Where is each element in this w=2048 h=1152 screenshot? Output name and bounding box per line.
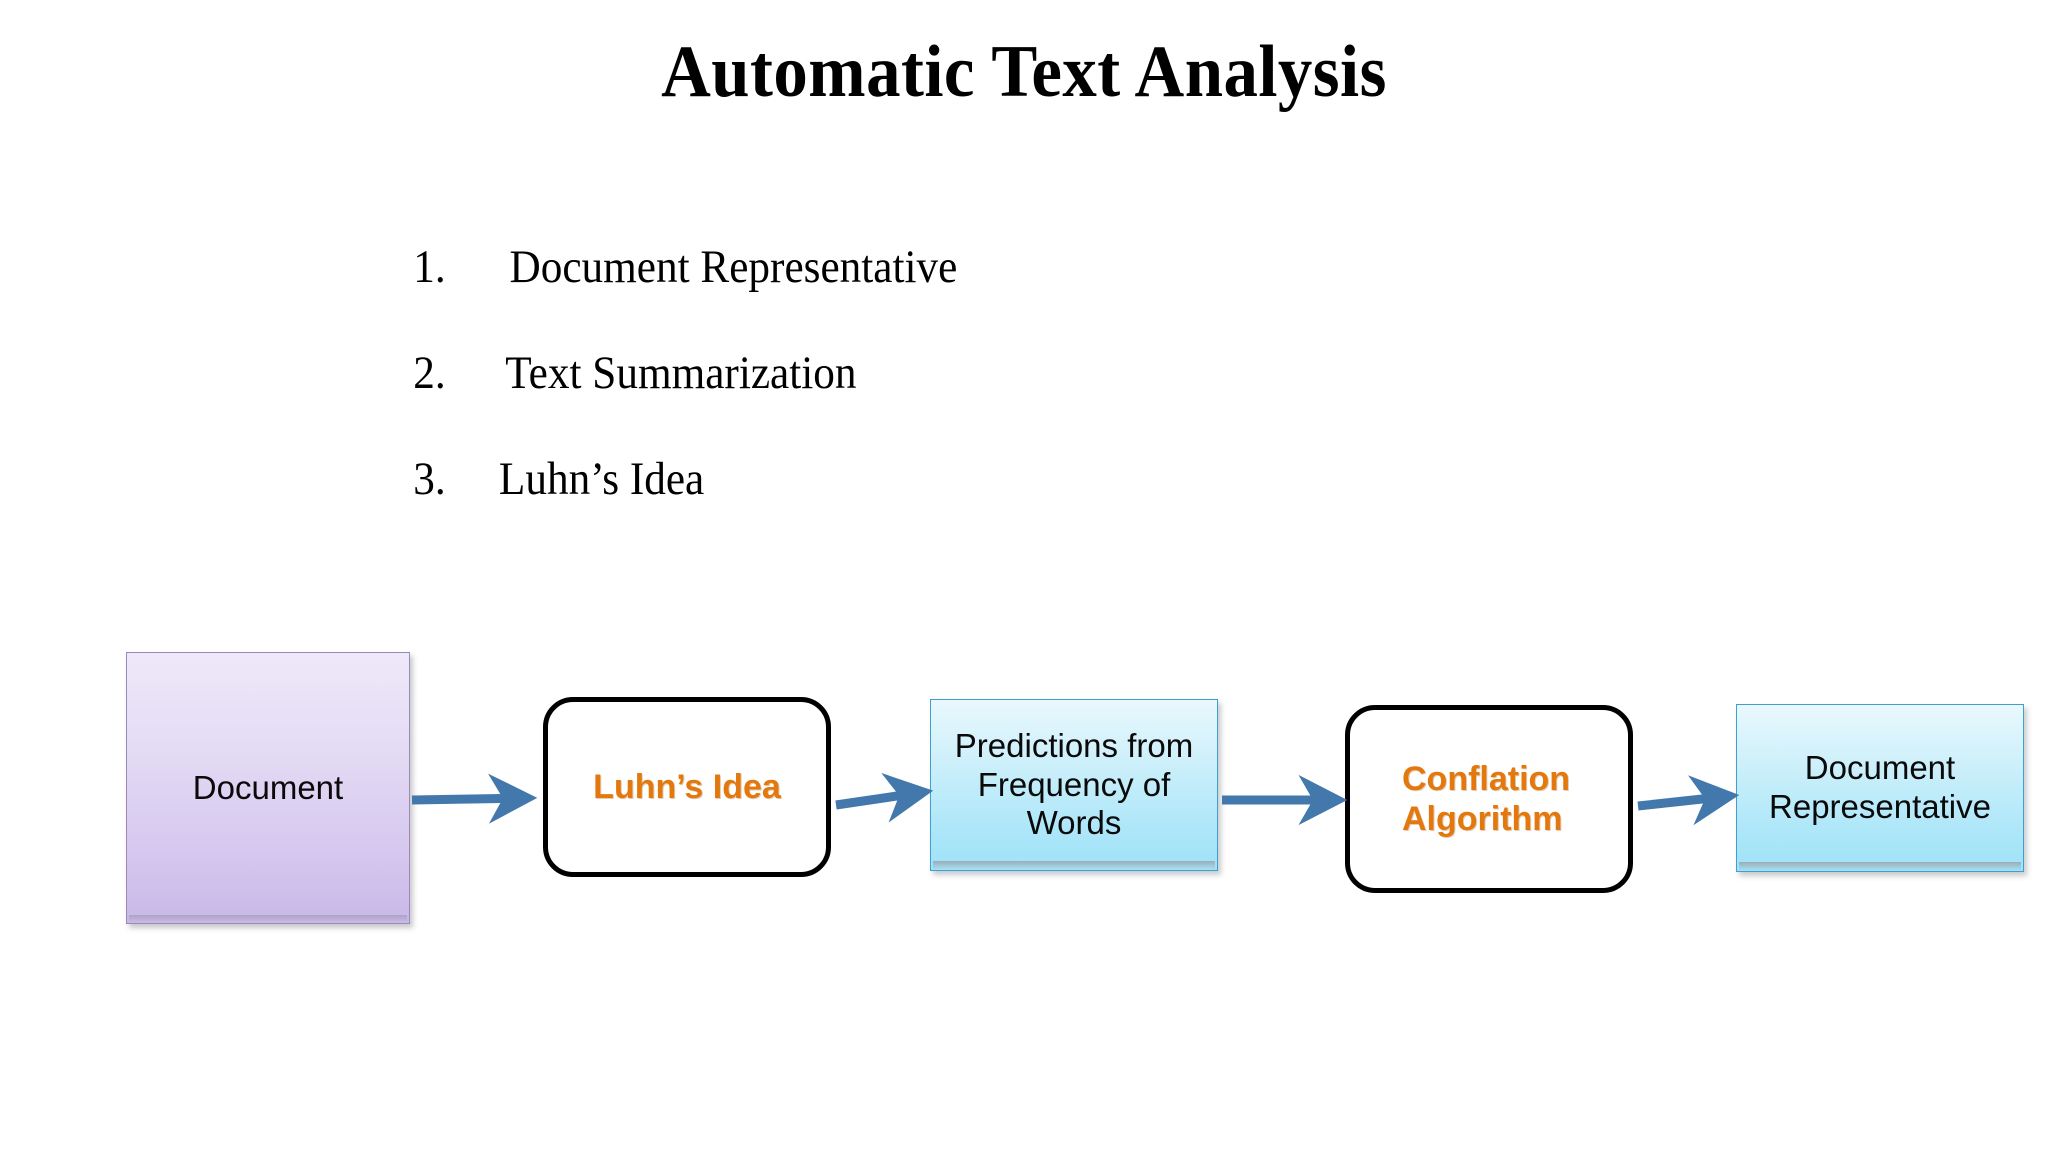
flow-node-conflation: Conflation Algorithm: [1345, 705, 1633, 893]
arrow-right-icon: [411, 773, 538, 824]
list-item-number: 3.: [413, 453, 446, 505]
list-item-number: 1.: [413, 241, 446, 293]
flow-node-label: Predictions from Frequency of Words: [954, 726, 1194, 842]
list-item: 3. Luhn’s Idea: [410, 452, 1610, 558]
list-item-label: Text Summarization: [505, 347, 857, 399]
flow-node-label: Luhn’s Idea: [593, 767, 781, 806]
page-title: Automatic Text Analysis: [661, 31, 1387, 113]
list-item-label: Document Representative: [509, 241, 958, 293]
numbered-list: 1. Document Representative 2. Text Summa…: [410, 240, 1610, 558]
list-item-label: Luhn’s Idea: [498, 453, 705, 505]
flow-node-label: Conflation Algorithm: [1402, 759, 1571, 838]
arrow-right-icon: [835, 772, 934, 823]
flow-node-document: Document: [126, 652, 410, 924]
flow-node-luhns-idea: Luhn’s Idea: [543, 697, 831, 877]
flow-node-document-representative: Document Representative: [1736, 704, 2024, 872]
list-item: 1. Document Representative: [410, 240, 1610, 346]
list-item-number: 2.: [413, 347, 446, 399]
list-item: 2. Text Summarization: [410, 346, 1610, 452]
flow-node-label: Document Representative: [1769, 749, 1991, 825]
flow-node-label: Document: [192, 768, 344, 806]
arrow-right-icon: [1637, 775, 1740, 826]
flow-node-predictions: Predictions from Frequency of Words: [930, 699, 1218, 871]
